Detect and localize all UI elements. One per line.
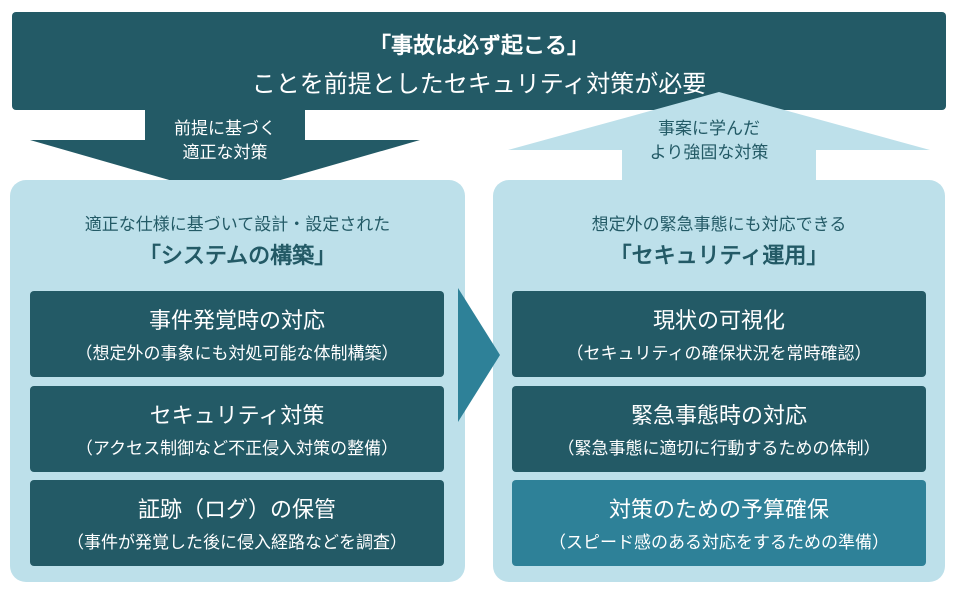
up-arrow-line2: より強固な対策 xyxy=(649,143,769,163)
right-item-visualization: 現状の可視化 （セキュリティの確保状況を常時確認） xyxy=(512,291,926,377)
right-arrow-shape xyxy=(458,288,500,422)
left-panel-subtitle: 適正な仕様に基づいて設計・設定された xyxy=(84,215,391,235)
left-panel-title: 「システムの構築」 xyxy=(138,244,337,269)
right-item-emergency-response: 緊急事態時の対応 （緊急事態に適切に行動するための体制） xyxy=(512,386,926,472)
left-item-title: 事件発覚時の対応 xyxy=(148,309,325,334)
right-item-budget: 対策のための予算確保 （スピード感のある対応をするための準備） xyxy=(512,480,926,566)
right-item-desc: （緊急事態に適切に行動するための体制） xyxy=(557,439,881,459)
right-item-desc: （セキュリティの確保状況を常時確認） xyxy=(566,344,872,364)
left-item-desc: （事件が発覚した後に侵入経路などを調査） xyxy=(67,533,407,553)
right-panel-title: 「セキュリティ運用」 xyxy=(609,244,829,269)
right-item-title: 対策のための予算確保 xyxy=(608,498,829,523)
left-item-title: 証跡（ログ）の保管 xyxy=(137,498,336,523)
top-banner: 「事故は必ず起こる」 ことを前提としたセキュリティ対策が必要 xyxy=(12,12,946,110)
left-item-title: セキュリティ対策 xyxy=(149,404,325,429)
right-panel-subtitle: 想定外の緊急事態にも対応できる xyxy=(591,215,847,235)
left-item-security-measures: セキュリティ対策 （アクセス制御など不正侵入対策の整備） xyxy=(30,386,444,472)
banner-line1: 「事故は必ず起こる」 xyxy=(368,34,589,59)
banner-line2: ことを前提としたセキュリティ対策が必要 xyxy=(251,70,707,98)
right-item-title: 現状の可視化 xyxy=(652,309,785,334)
down-arrow-line1: 前提に基づく xyxy=(174,119,276,139)
left-item-desc: （アクセス制御など不正侵入対策の整備） xyxy=(75,439,399,459)
left-item-incident-response: 事件発覚時の対応 （想定外の事象にも対処可能な体制構築） xyxy=(30,291,444,377)
left-item-desc: （想定外の事象にも対処可能な体制構築） xyxy=(75,344,399,364)
left-panel-system-build: 適正な仕様に基づいて設計・設定された 「システムの構築」 事件発覚時の対応 （想… xyxy=(10,180,465,582)
down-arrow-line2: 適正な対策 xyxy=(182,143,268,163)
up-arrow-label: 事案に学んだ より強固な対策 xyxy=(624,117,794,165)
left-item-log-storage: 証跡（ログ）の保管 （事件が発覚した後に侵入経路などを調査） xyxy=(30,480,444,566)
right-arrow-icon xyxy=(458,288,500,422)
right-panel-security-operation: 想定外の緊急事態にも対応できる 「セキュリティ運用」 現状の可視化 （セキュリテ… xyxy=(493,180,945,582)
down-arrow-label: 前提に基づく 適正な対策 xyxy=(150,117,300,165)
up-arrow-shape xyxy=(508,92,930,182)
right-item-desc: （スピード感のある対応をするための準備） xyxy=(549,533,889,553)
right-item-title: 緊急事態時の対応 xyxy=(630,404,807,429)
up-arrow-line1: 事案に学んだ xyxy=(658,119,760,139)
down-arrow-shape xyxy=(30,110,420,196)
